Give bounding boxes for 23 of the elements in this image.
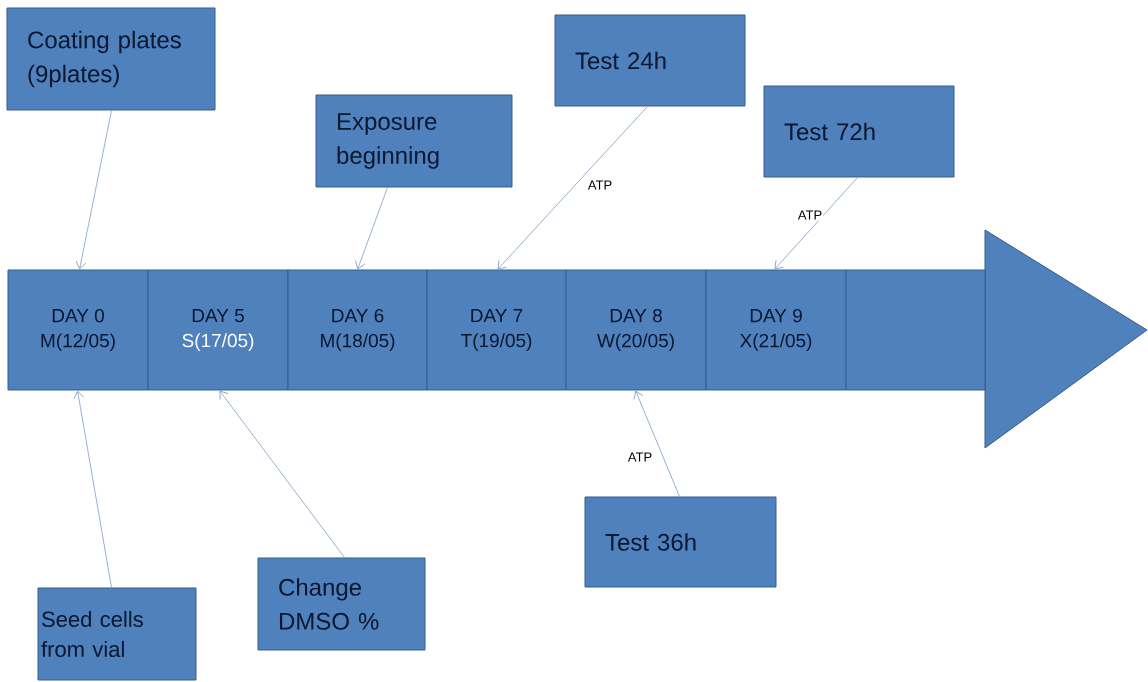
- day-cell: DAY 6 M(18/05): [287, 269, 428, 391]
- day-cell: DAY 8 W(20/05): [565, 269, 707, 391]
- arrow: [73, 390, 112, 588]
- edge-label: ATP: [626, 451, 654, 463]
- arrow: [497, 106, 648, 270]
- arrow: [355, 187, 388, 270]
- step-box: Change DMSO %: [257, 557, 426, 651]
- edge-label: ATP: [586, 179, 614, 191]
- edge-label: ATP: [796, 209, 824, 221]
- day-cell: DAY 7 T(19/05): [426, 269, 567, 391]
- day-cell: DAY 0 M(12/05): [7, 269, 149, 391]
- step-box: Coating plates (9plates): [6, 7, 216, 111]
- arrow: [774, 177, 858, 270]
- day-cell: DAY 5 S(17/05): [147, 269, 289, 391]
- arrow: [633, 390, 680, 497]
- arrow: [219, 390, 345, 558]
- step-box: Test 72h: [763, 85, 955, 178]
- step-box: Seed cells from vial: [37, 587, 197, 681]
- arrow: [75, 110, 112, 270]
- day-cell: DAY 9 X(21/05): [705, 269, 847, 391]
- step-box: Test 24h: [554, 14, 746, 107]
- step-box: Exposure beginning: [315, 94, 513, 188]
- step-box: Test 36h: [584, 496, 777, 588]
